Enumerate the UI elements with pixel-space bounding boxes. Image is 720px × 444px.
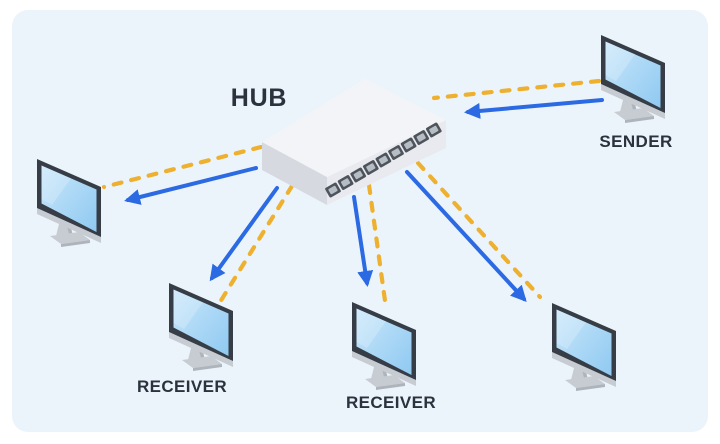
flow-arrow-hub-to-left-receiver: [124, 166, 258, 205]
cable-hub-to-bottom-right-receiver: [415, 160, 543, 300]
flow-arrow-hub-to-bottom-right-receiver: [405, 170, 527, 302]
cable-sender-to-hub: [431, 78, 602, 101]
hub-top-face: [262, 79, 446, 177]
receiver-bottom-left-label: RECEIVER: [136, 377, 228, 396]
hub-device: [262, 79, 446, 205]
receiver-bottom-middle-label: RECEIVER: [345, 393, 437, 412]
hub-label: HUB: [230, 84, 288, 112]
hub-left-face: [262, 142, 327, 205]
sender-label: SENDER: [599, 132, 673, 151]
flow-arrow-sender-to-hub: [464, 98, 604, 119]
cable-hub-to-bottom-left-receiver: [217, 183, 295, 305]
cable-hub-to-left-receiver: [101, 144, 264, 190]
flow-arrow-hub-to-bottom-left-receiver: [209, 186, 279, 282]
flow-arrow-hub-to-bottom-middle-receiver: [352, 195, 374, 287]
cable-hub-to-bottom-middle-receiver: [366, 182, 389, 311]
